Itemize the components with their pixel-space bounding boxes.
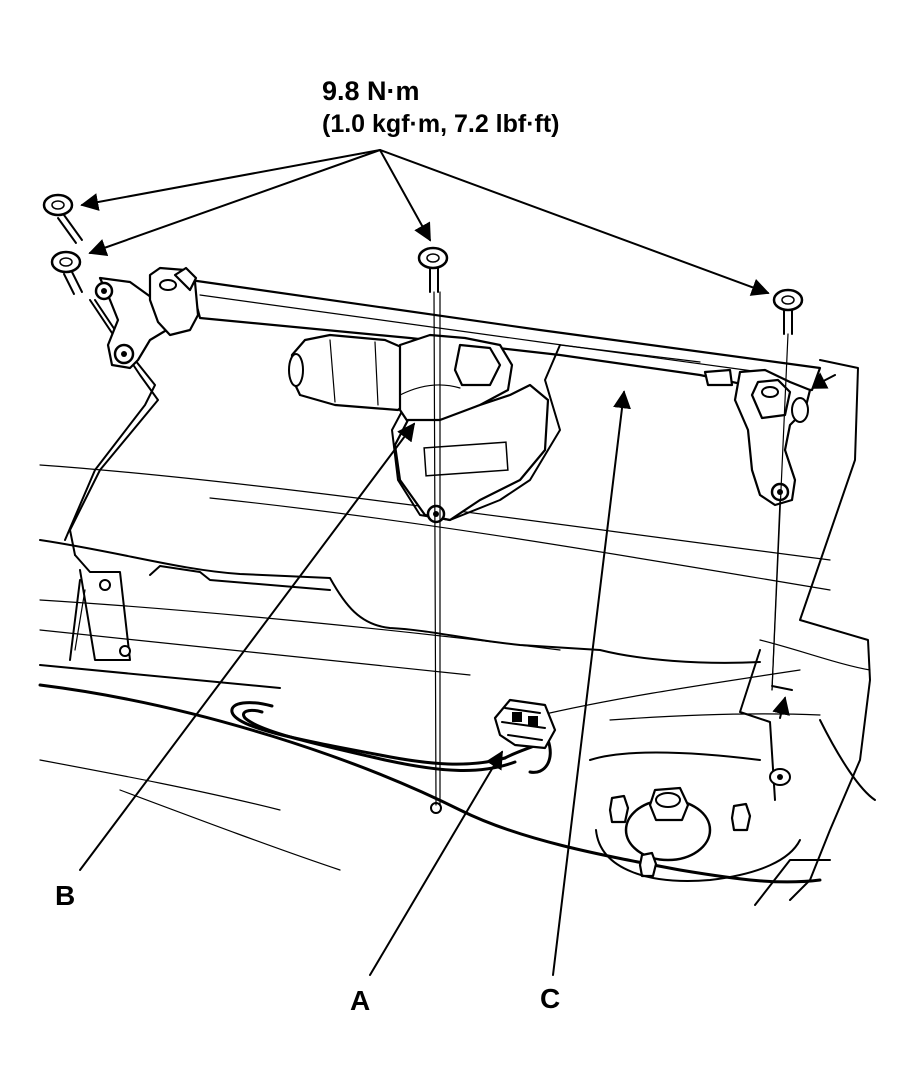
callout-b-label: B <box>55 880 75 911</box>
bolt-left <box>50 250 83 295</box>
torque-arrows <box>80 149 770 296</box>
wiper-motor <box>288 333 550 524</box>
left-pivot-bracket <box>94 266 200 370</box>
torque-spec-line1: 9.8 N·m <box>322 76 420 106</box>
install-guide-lines <box>433 291 789 806</box>
callout-c-label: C <box>540 983 560 1014</box>
right-pivot-bracket <box>703 368 812 507</box>
bolt-center <box>417 246 449 293</box>
bolt-top-left <box>42 193 83 244</box>
callout-leaders <box>79 390 631 976</box>
body-mounting-holes <box>99 579 791 814</box>
bolt-right <box>772 288 804 335</box>
connector <box>493 698 557 750</box>
strut-mount <box>595 786 801 882</box>
torque-spec-line2: (1.0 kgf·m, 7.2 lbf·ft) <box>322 110 560 138</box>
callout-a-label: A <box>350 985 370 1016</box>
